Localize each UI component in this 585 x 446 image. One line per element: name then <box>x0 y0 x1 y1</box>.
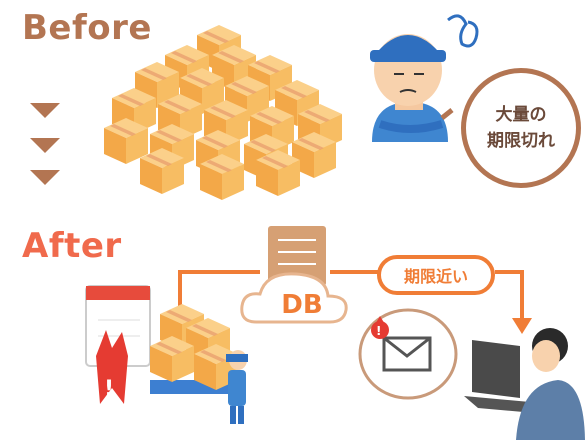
db-label: DB <box>281 290 323 320</box>
bubble-line-1: 大量の <box>495 105 547 125</box>
connector-lines <box>178 270 524 320</box>
deadline-near-tag: 期限近い <box>377 255 495 295</box>
bubble-line-2: 期限切れ <box>487 131 555 151</box>
box-pile <box>104 25 342 200</box>
svg-text:!: ! <box>104 377 114 402</box>
laptop-user <box>464 328 585 440</box>
scanner-worker <box>226 350 248 424</box>
calendar-alert-icon: ✓ ! <box>85 285 151 404</box>
email-alert-icon: ! <box>358 308 458 400</box>
pallet-boxes <box>150 304 238 394</box>
after-label: After <box>22 226 122 266</box>
database-server-icon <box>240 226 348 324</box>
svg-text:!: ! <box>376 324 381 338</box>
worker-speech-bubble: 大量の 期限切れ <box>461 68 581 188</box>
before-label: Before <box>22 8 152 48</box>
down-arrow-icon <box>30 103 60 185</box>
arrow-head-icon <box>512 318 532 334</box>
worried-worker <box>370 14 479 142</box>
